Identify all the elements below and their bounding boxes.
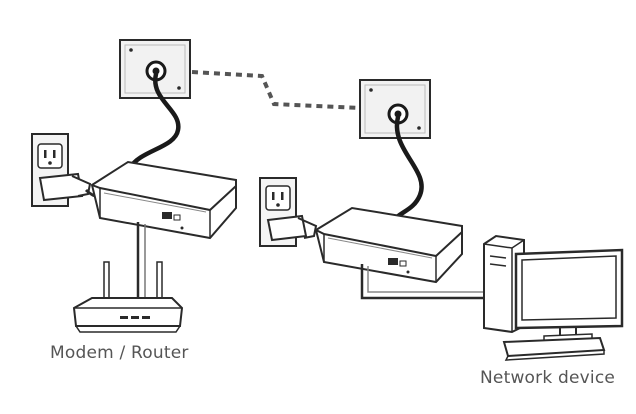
desktop-computer-icon bbox=[483, 234, 624, 361]
power-outlet-icon-right bbox=[259, 177, 297, 247]
router-icon bbox=[72, 261, 184, 333]
ethernet-cable-right bbox=[360, 264, 486, 300]
powerline-adapter-icon-left bbox=[90, 160, 237, 240]
dashed-link-line bbox=[191, 70, 361, 110]
modem-router-label: Modem / Router bbox=[50, 343, 189, 363]
coax-cable-right bbox=[391, 114, 424, 223]
network-device-label: Network device bbox=[480, 368, 616, 388]
coax-cable-left bbox=[127, 71, 181, 171]
power-plug-icon-right bbox=[266, 214, 318, 242]
powerline-adapter-icon-right bbox=[314, 206, 463, 284]
ethernet-cable-right-2 bbox=[367, 266, 486, 293]
